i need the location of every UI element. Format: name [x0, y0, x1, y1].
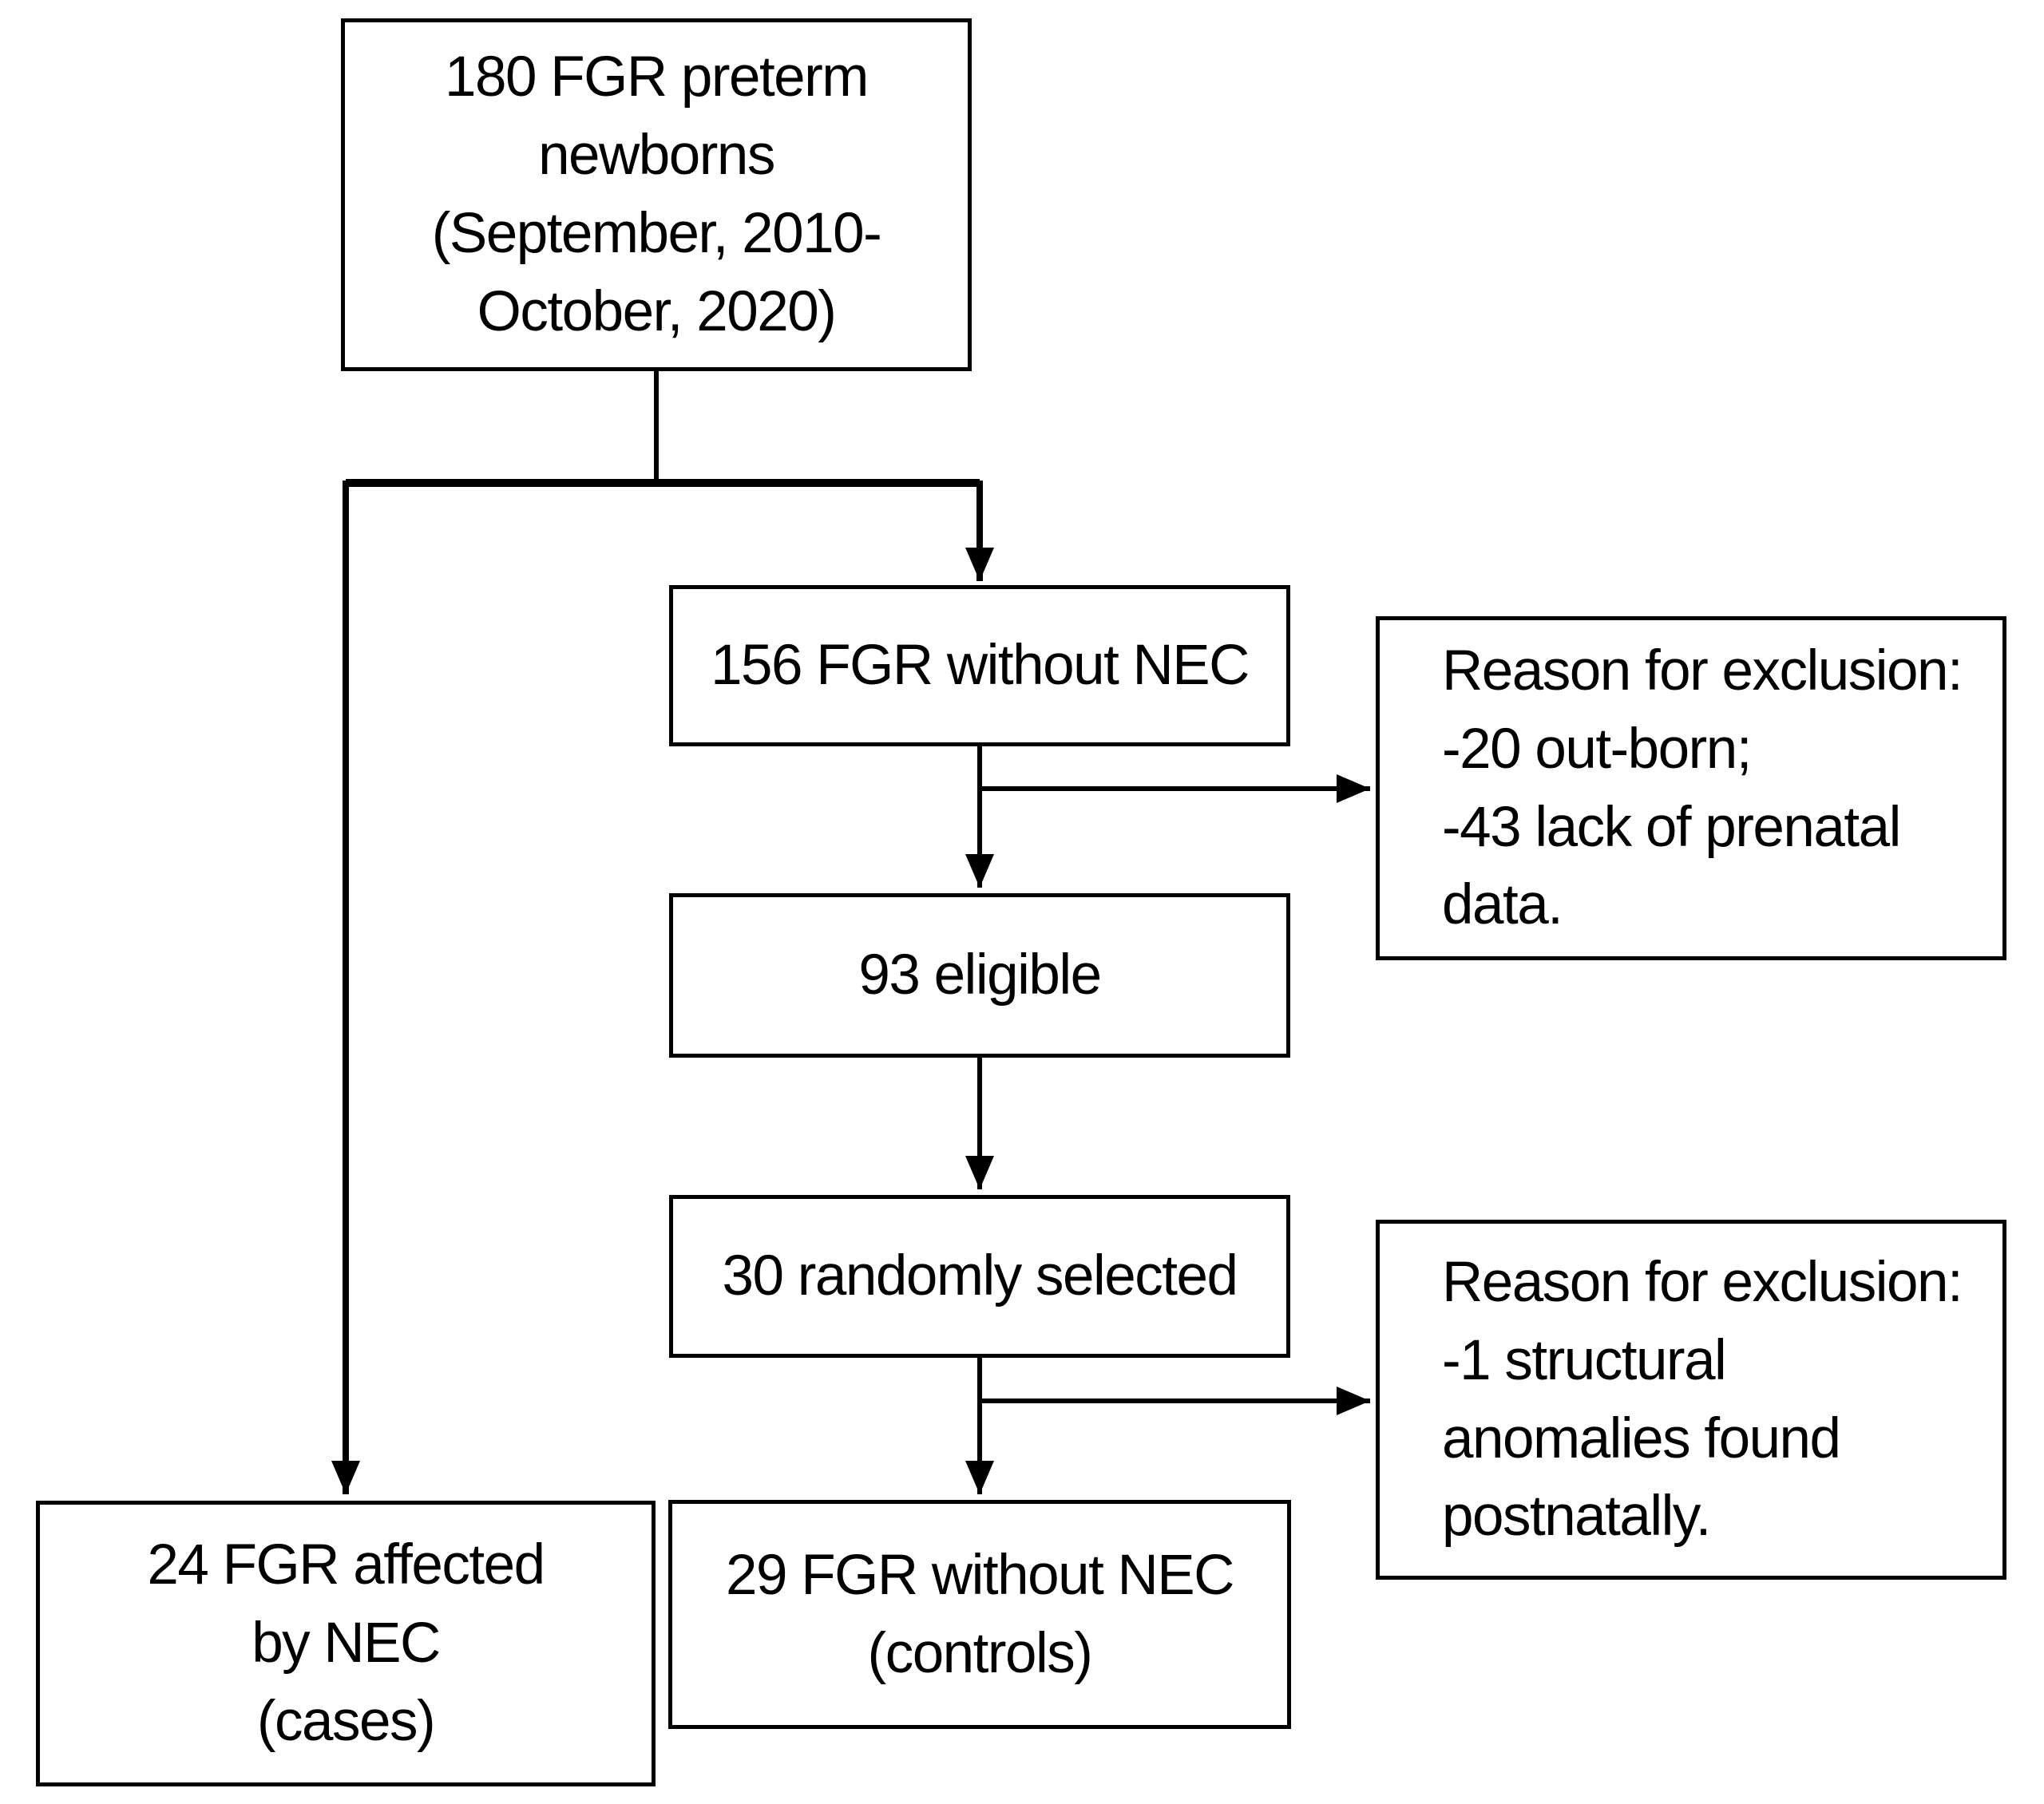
note-exclusion-outborn-prenatal: Reason for exclusion: -20 out-born; -43 …	[1376, 616, 2006, 960]
note-exclusion-structural-anomalies: Reason for exclusion: -1 structural anom…	[1376, 1220, 2006, 1580]
node-text-line: 93 eligible	[858, 944, 1102, 1007]
note-text-line: -43 lack of prenatal	[1442, 795, 1901, 859]
node-text-line: 30 randomly selected	[722, 1244, 1238, 1308]
node-29-fgr-controls: 29 FGR without NEC (controls)	[668, 1500, 1291, 1729]
node-text-line: 24 FGR affected	[147, 1533, 545, 1597]
note-text-line: anomalies found	[1442, 1406, 1841, 1470]
node-156-fgr-without-nec: 156 FGR without NEC	[669, 585, 1290, 746]
node-text-line: by NEC	[252, 1612, 441, 1675]
node-text-line: (cases)	[256, 1689, 436, 1753]
node-24-fgr-cases: 24 FGR affected by NEC (cases)	[36, 1501, 656, 1786]
note-text-line: -1 structural	[1442, 1328, 1727, 1392]
node-text-line: newborns	[538, 124, 775, 188]
note-text-line: postnatally.	[1442, 1485, 1711, 1549]
note-text-line: data.	[1442, 873, 1563, 937]
note-text-line: Reason for exclusion:	[1442, 1250, 1963, 1314]
node-text-line: 156 FGR without NEC	[711, 634, 1250, 698]
node-text-line: 29 FGR without NEC	[726, 1543, 1234, 1607]
note-text-line: Reason for exclusion:	[1442, 639, 1963, 702]
node-30-randomly-selected: 30 randomly selected	[669, 1195, 1290, 1358]
node-text-line: (controls)	[867, 1621, 1093, 1685]
node-text-line: 180 FGR preterm	[445, 45, 869, 109]
node-180-fgr-preterm-newborns: 180 FGR preterm newborns (September, 201…	[341, 18, 972, 371]
node-93-eligible: 93 eligible	[669, 893, 1290, 1058]
node-text-line: October, 2020)	[477, 279, 837, 343]
note-text-line: -20 out-born;	[1442, 717, 1753, 781]
node-text-line: (September, 2010-	[431, 202, 882, 265]
